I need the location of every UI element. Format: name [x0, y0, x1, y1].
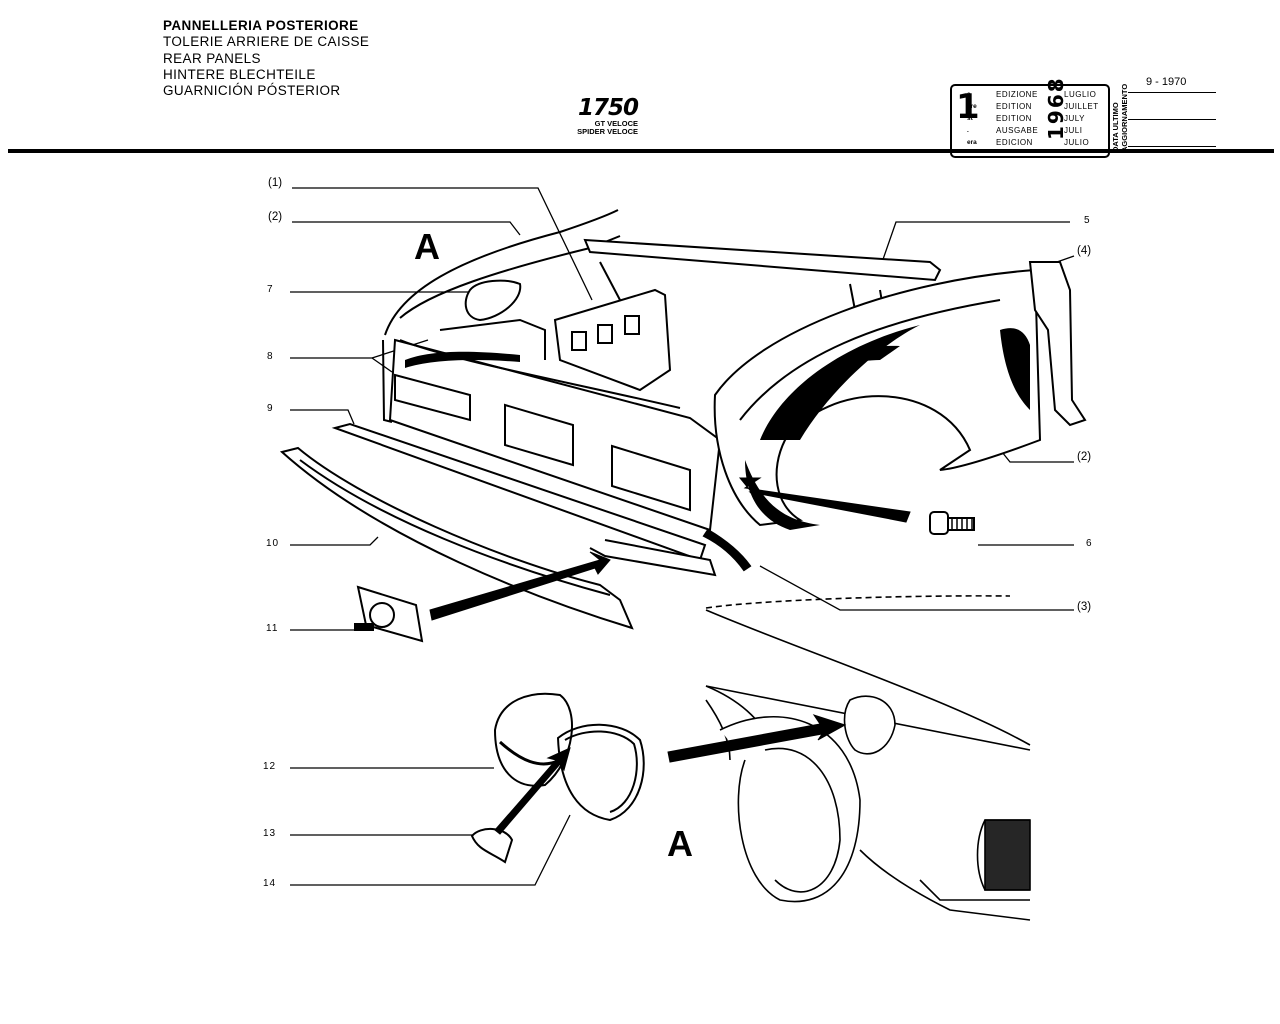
lamp-recess [464, 279, 522, 322]
view-label-a-top: A [414, 226, 440, 267]
car-rear-view [705, 595, 1031, 921]
edition-word: EDICION [996, 138, 1033, 147]
callout-9: 9 [267, 403, 274, 414]
view-label-a-bottom: A [667, 823, 693, 864]
pointer-arrows [429, 477, 911, 835]
title-french: TOLERIE ARRIERE DE CAISSE [163, 34, 370, 50]
plate-recess [504, 403, 574, 467]
edition-word: EDITION [996, 102, 1032, 111]
bumper-highlight [299, 459, 611, 596]
rear-crossmember [583, 238, 942, 282]
update-date: 9 - 1970 [1146, 76, 1187, 88]
callout-13: 13 [263, 828, 277, 839]
fuel-flap-group [470, 692, 645, 864]
edition-suffix: ere [967, 103, 977, 110]
partition-hole [597, 324, 613, 344]
edition-word: EDITION [996, 114, 1032, 123]
left-fender-end [382, 339, 393, 423]
right-fender [713, 268, 1042, 527]
arrow-to-bumper [429, 551, 611, 621]
edition-number: 1 [956, 87, 980, 127]
leader-1 [292, 187, 593, 301]
panel-top-lip [399, 339, 681, 409]
callout-5: 5 [1084, 215, 1091, 226]
leader-14 [290, 814, 571, 886]
callout-10: 10 [266, 538, 280, 549]
flap-pad [470, 828, 514, 864]
callout-1: (1) [268, 177, 283, 189]
leader-2-lower [1001, 451, 1074, 463]
panel-left-light-opening [394, 373, 471, 422]
flap-gasket-inner [564, 730, 638, 813]
edition-month: LUGLIO [1064, 90, 1097, 99]
arrow-to-car [667, 714, 847, 763]
arrow-to-flap [494, 747, 571, 835]
rear-body-shell [382, 209, 1087, 532]
callout-14: 14 [263, 878, 277, 889]
title-english: REAR PANELS [163, 50, 261, 66]
flap-gasket [556, 723, 645, 822]
left-fender-inner [399, 235, 621, 319]
arrow-to-fender [738, 477, 911, 523]
rear-panel [388, 338, 722, 532]
edition-month: JULY [1064, 114, 1085, 123]
callout-7: 7 [267, 284, 274, 295]
leader-8 [290, 357, 393, 373]
bolts [354, 511, 975, 643]
right-fender-crease [739, 299, 1001, 421]
title-italian: PANNELLERIA POSTERIORE [163, 18, 359, 33]
leader-lines [290, 187, 1075, 886]
header-rule [8, 149, 1274, 153]
edition-suffix: era [967, 139, 977, 146]
panel-right-light-opening [611, 444, 691, 512]
shading-marks [405, 325, 1030, 530]
callout-11: 11 [266, 623, 279, 634]
leader-5 [879, 221, 1070, 269]
bumper-trim-strip [331, 422, 707, 562]
callout-12: 12 [263, 761, 277, 772]
model-name: 1750 [577, 95, 639, 121]
edition-word: EDIZIONE [996, 90, 1038, 99]
inner-panel [439, 318, 546, 360]
leader-10 [290, 536, 379, 546]
edition-box: 1 a ere st . era EDIZIONE EDITION EDITIO… [950, 76, 1110, 158]
callout-3: (3) [1077, 601, 1092, 613]
edition-month: JULI [1064, 126, 1083, 135]
licence-light-unit [354, 585, 424, 643]
title-spanish: GUARNICIÓN PÓSTERIOR [163, 83, 341, 99]
leader-2-upper [292, 221, 521, 236]
page-title-block: PANNELLERIA POSTERIORE TOLERIE ARRIERE D… [163, 18, 369, 99]
edition-word: AUSGABE [996, 126, 1039, 135]
variant-gt-veloce: GT VELOCE [594, 119, 638, 128]
callout-4: (4) [1077, 245, 1092, 257]
callout-2-lower: (2) [1077, 451, 1092, 463]
fender-inner-panel [1028, 261, 1087, 427]
partition-hole [624, 315, 640, 335]
variant-spider-veloce: SPIDER VELOCE [577, 127, 638, 136]
callout-2-upper: (2) [268, 211, 283, 223]
callout-8: 8 [267, 351, 274, 362]
callout-6: 6 [1086, 538, 1093, 549]
update-line [1128, 146, 1216, 147]
model-block: 1750 GT VELOCE SPIDER VELOCE [556, 95, 639, 136]
title-german: HINTERE BLECHTEILE [163, 66, 316, 82]
fuel-flap [493, 692, 573, 787]
leader-3 [759, 565, 1074, 611]
edition-month: JUILLET [1064, 102, 1099, 111]
update-line [1128, 119, 1216, 120]
edition-suffix: . [967, 127, 969, 134]
leader-9 [290, 409, 355, 425]
bolt-6 [929, 511, 975, 535]
edition-suffix: a [967, 91, 971, 98]
edition-suffix: st [967, 115, 973, 122]
update-line [1128, 92, 1216, 93]
edition-month: JULIO [1064, 138, 1090, 147]
seal-strip [702, 528, 752, 572]
left-fender-top [384, 209, 619, 336]
bumper-end [589, 539, 717, 577]
partition-hole [571, 331, 587, 351]
